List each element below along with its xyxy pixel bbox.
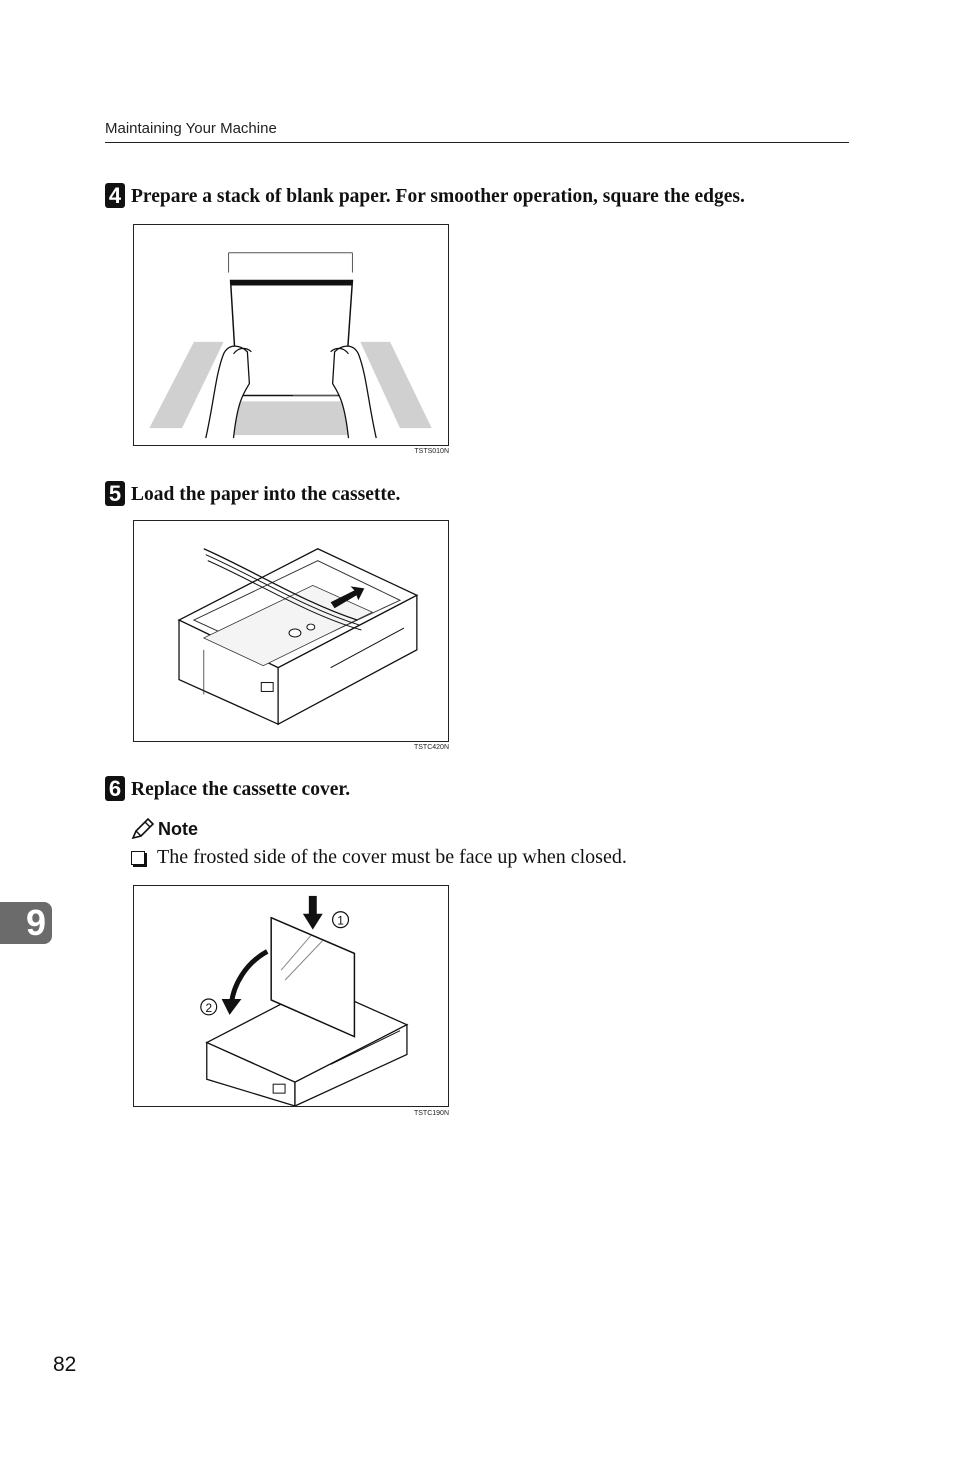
note-text: The frosted side of the cover must be fa… [157, 846, 627, 868]
figure-code: TSTS010N [414, 448, 449, 455]
step-number-badge: 6 [105, 776, 125, 801]
figure-square-paper-edges [133, 224, 449, 446]
figure-load-paper-cassette [133, 520, 449, 742]
checkbox-bullet-icon [131, 850, 145, 865]
step-4: 4 Prepare a stack of blank paper. For sm… [105, 183, 745, 208]
step-number-badge: 5 [105, 481, 125, 506]
step-6: 6 Replace the cassette cover. [105, 776, 351, 801]
callout-2: 2 [205, 1001, 212, 1015]
cassette-cover-illustration: 1 2 [200, 895, 409, 1106]
callout-1: 1 [337, 914, 344, 928]
note-heading: Note [131, 818, 198, 840]
step-instruction: Replace the cassette cover. [131, 779, 351, 800]
note-item: The frosted side of the cover must be fa… [131, 846, 627, 869]
step-instruction: Prepare a stack of blank paper. For smoo… [131, 186, 745, 207]
chapter-tab: 9 [0, 902, 52, 944]
pencil-icon [131, 818, 155, 840]
step-number-badge: 4 [105, 183, 125, 208]
header-rule [105, 142, 849, 143]
running-header: Maintaining Your Machine [105, 120, 277, 137]
figure-code: TSTC190N [413, 1110, 449, 1117]
step-instruction: Load the paper into the cassette. [131, 484, 401, 505]
figure-replace-cassette-cover: 1 2 [133, 885, 449, 1107]
page-number: 82 [53, 1353, 77, 1376]
note-label: Note [158, 818, 198, 839]
figure-code: TSTC420N [413, 744, 449, 751]
hands-holding-paper-illustration [149, 252, 432, 439]
step-5: 5 Load the paper into the cassette. [105, 481, 401, 506]
cassette-loading-illustration [177, 548, 419, 726]
